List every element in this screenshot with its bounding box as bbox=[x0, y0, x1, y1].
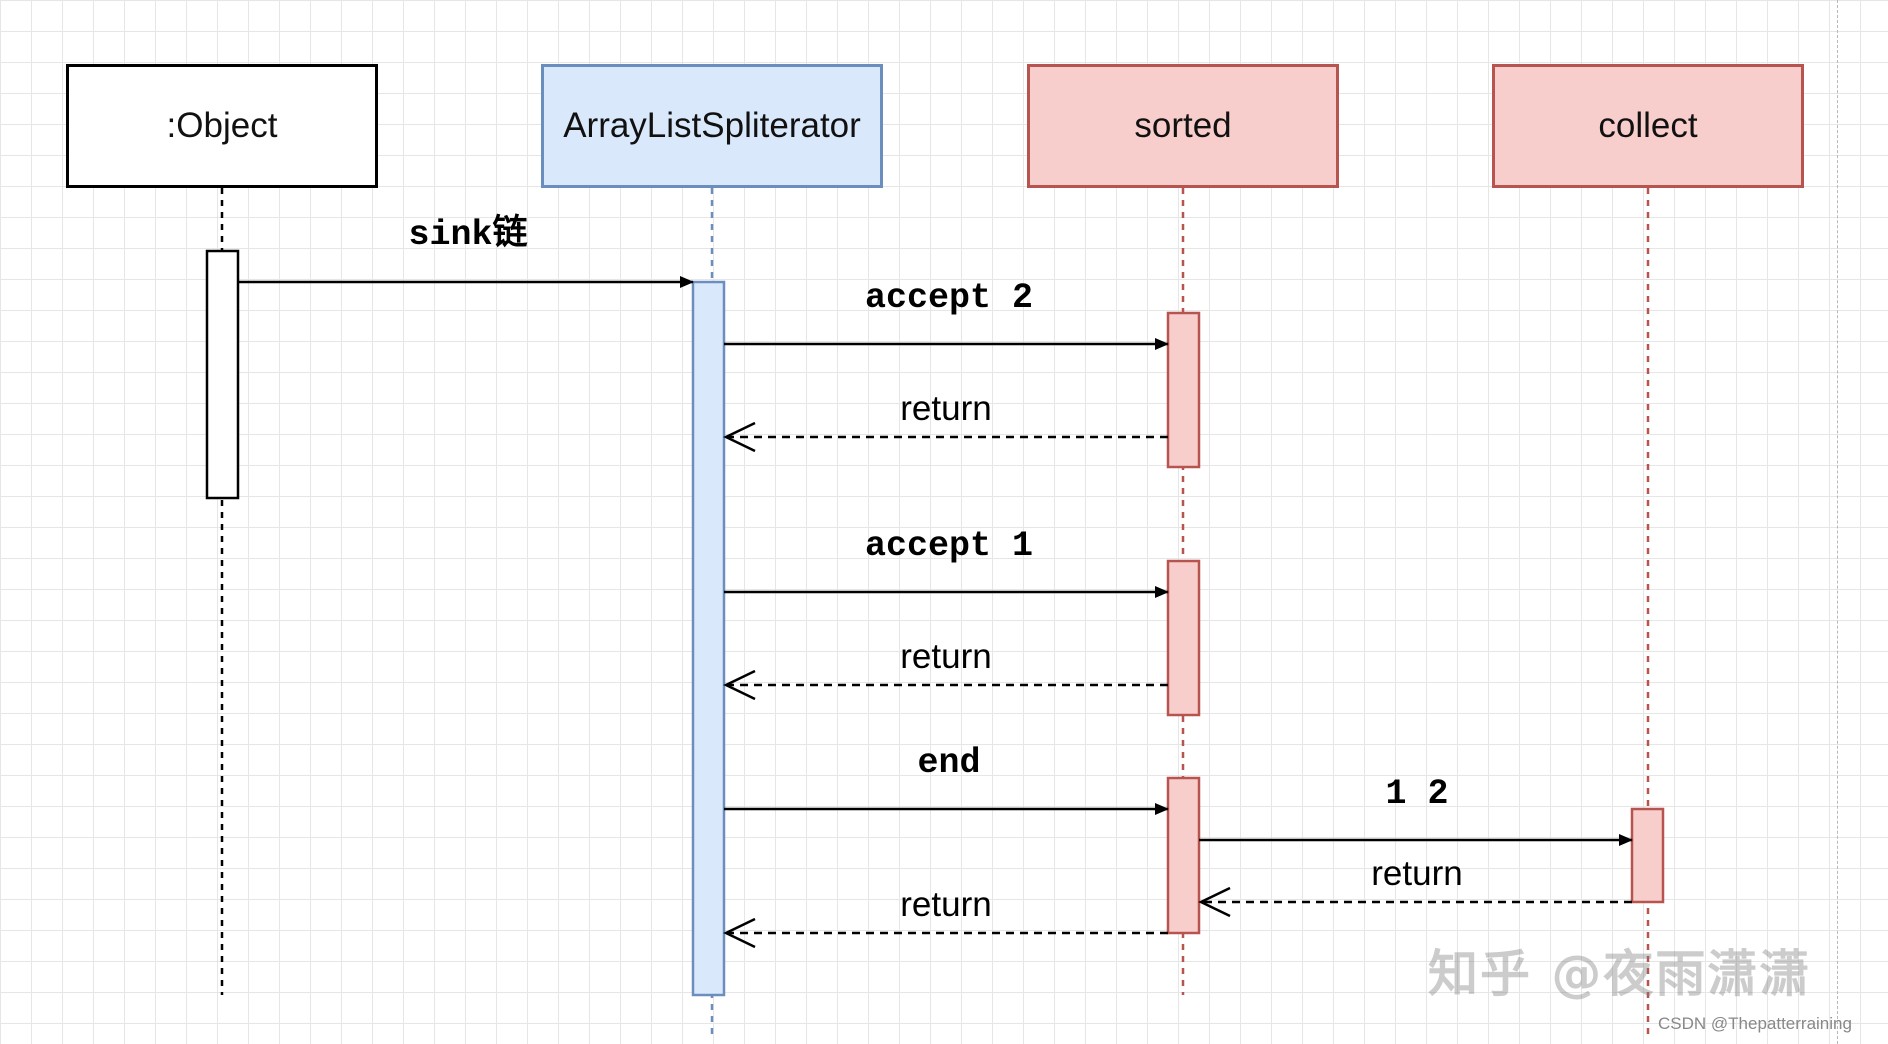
activation-object[interactable] bbox=[205, 249, 240, 500]
participant-sorted-label: sorted bbox=[1134, 106, 1232, 145]
label-return-collect: return bbox=[1371, 854, 1463, 893]
participant-object[interactable]: :Object bbox=[66, 64, 378, 188]
activation-sorted-1[interactable] bbox=[1166, 311, 1201, 469]
return-arrow-1[interactable] bbox=[723, 421, 1168, 453]
participant-object-label: :Object bbox=[166, 106, 278, 145]
participant-spliterator-label: ArrayListSpliterator bbox=[563, 106, 861, 145]
watermark-text: 知乎 @夜雨潇潇 bbox=[1428, 945, 1812, 1003]
return-arrow-collect[interactable] bbox=[1198, 886, 1632, 918]
label-sink-chain: sink链 bbox=[408, 215, 528, 255]
label-return-end: return bbox=[900, 885, 992, 924]
credit-text: CSDN @Thepatterraining bbox=[1658, 1014, 1852, 1033]
label-return-2: return bbox=[900, 637, 992, 676]
activation-spliterator[interactable] bbox=[691, 280, 726, 997]
label-return-1: return bbox=[900, 389, 992, 428]
label-values-1-2: 1 2 bbox=[1385, 774, 1449, 814]
participant-collect[interactable]: collect bbox=[1492, 64, 1804, 188]
label-accept-1: accept 1 bbox=[864, 526, 1034, 566]
participant-arraylist-spliterator[interactable]: ArrayListSpliterator bbox=[541, 64, 883, 188]
activation-collect[interactable] bbox=[1630, 807, 1665, 904]
activation-sorted-3[interactable] bbox=[1166, 776, 1201, 935]
return-arrow-2[interactable] bbox=[723, 669, 1168, 701]
label-accept-2: accept 2 bbox=[864, 278, 1034, 318]
participant-sorted[interactable]: sorted bbox=[1027, 64, 1339, 188]
return-arrow-end[interactable] bbox=[723, 917, 1168, 949]
activation-sorted-2[interactable] bbox=[1166, 559, 1201, 717]
label-end: end bbox=[917, 743, 981, 783]
participant-collect-label: collect bbox=[1598, 106, 1698, 145]
